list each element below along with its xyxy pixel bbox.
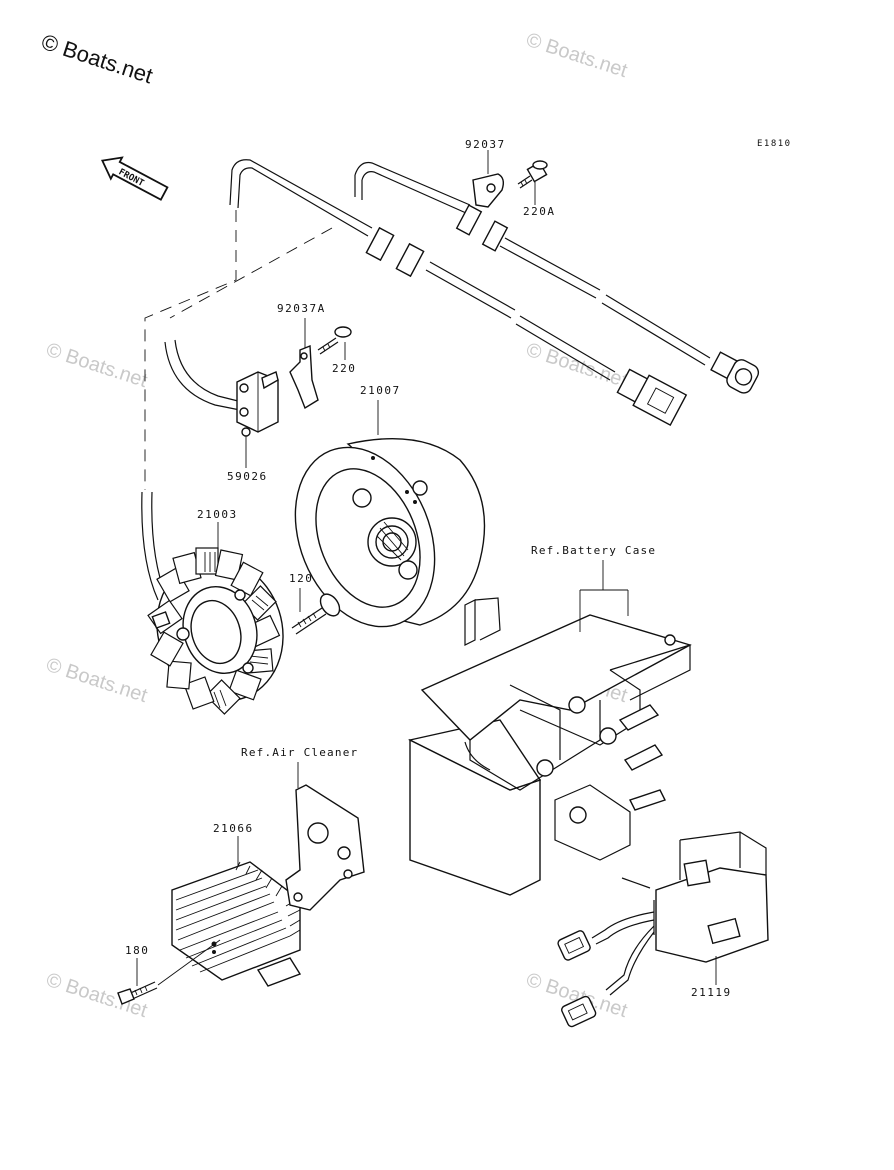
label-120[interactable]: 120 xyxy=(289,572,313,585)
label-21007[interactable]: 21007 xyxy=(360,384,401,397)
label-92037[interactable]: 92037 xyxy=(465,138,506,151)
label-180[interactable]: 180 xyxy=(125,944,149,957)
label-220A[interactable]: 220A xyxy=(523,205,556,218)
rotor-21007 xyxy=(294,437,486,628)
label-92037A[interactable]: 92037A xyxy=(277,302,326,315)
bolt-220 xyxy=(317,326,352,355)
wire-harness xyxy=(144,159,760,490)
ignitor-21119 xyxy=(557,831,769,1028)
watermark-mid-right: © Boats.net xyxy=(523,339,630,392)
label-21066[interactable]: 21066 xyxy=(213,822,254,835)
label-ref-battery-case: Ref.Battery Case xyxy=(531,544,656,557)
leader-battery-case xyxy=(579,560,629,632)
air-cleaner-bracket xyxy=(285,784,365,911)
bolt-180 xyxy=(117,939,221,1005)
pickup-coil-59026 xyxy=(236,371,279,437)
watermark-main: © Boats.net xyxy=(38,29,155,88)
diagram-code: E1810 xyxy=(757,139,792,149)
front-arrow-icon: FRONT xyxy=(101,156,169,201)
watermark-lower-left: © Boats.net xyxy=(43,654,150,707)
label-220[interactable]: 220 xyxy=(332,362,356,375)
watermark-top-right: © Boats.net xyxy=(523,29,630,82)
label-21003[interactable]: 21003 xyxy=(197,508,238,521)
label-21119[interactable]: 21119 xyxy=(691,986,732,999)
label-59026[interactable]: 59026 xyxy=(227,470,268,483)
bracket-92037 xyxy=(472,173,505,208)
battery-case xyxy=(407,597,692,896)
watermark-bottom-left: © Boats.net xyxy=(43,969,150,1022)
watermark-mid-left: © Boats.net xyxy=(43,339,150,392)
regulator-21066 xyxy=(171,861,302,987)
bolt-220A xyxy=(517,160,548,189)
stator-21003 xyxy=(141,491,284,715)
bolt-120 xyxy=(291,593,341,635)
bracket-92037A xyxy=(289,344,319,410)
label-ref-air-cleaner: Ref.Air Cleaner xyxy=(241,746,358,759)
